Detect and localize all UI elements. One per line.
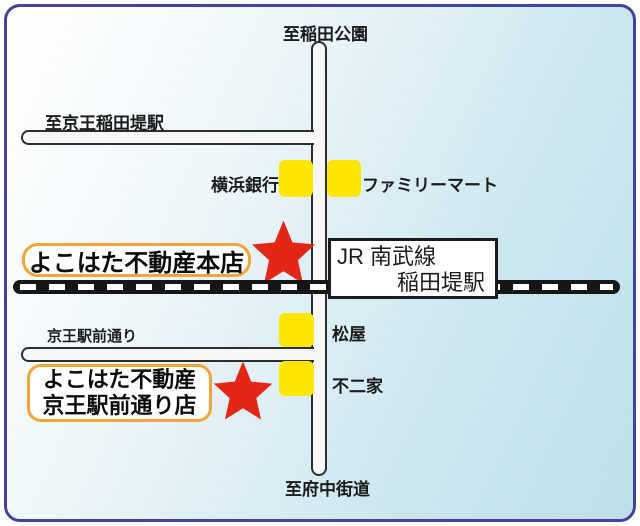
- road-main-vertical: [311, 41, 327, 476]
- store-label-ekimae-dori: よこはた不動産 京王駅前通り店: [27, 364, 212, 422]
- road-junction-top: [310, 133, 316, 142]
- building-familymart: [327, 160, 361, 197]
- road-keio-ekimae-dori: [21, 347, 314, 362]
- station-box-inadazutsumi: JR 南武線 稲田堤駅: [328, 238, 498, 299]
- label-keio-ekimae-dori: 京王駅前通り: [47, 328, 138, 345]
- label-familymart: ファミリーマート: [362, 176, 498, 195]
- road-to-keio-inadazutsumi-station: [21, 130, 314, 145]
- building-yokohama-bank: [279, 160, 313, 197]
- label-yokohama-bank: 横浜銀行: [211, 176, 279, 195]
- railway-jr-nambu-line: [13, 280, 620, 294]
- star-icon-honten-location: [249, 219, 318, 285]
- label-to-inada-park: 至稲田公園: [283, 25, 368, 44]
- store-label-honten: よこはた不動産本店: [22, 243, 251, 277]
- label-to-keio-inadazutsumi-station: 至京王稲田堤駅: [45, 114, 164, 133]
- label-to-fuchu-kaido: 至府中街道: [285, 480, 370, 499]
- label-matsuya: 松屋: [332, 325, 366, 344]
- building-matsuya: [279, 313, 314, 347]
- store-honten-name: よこはた不動産本店: [28, 249, 245, 277]
- railway-dashes: [20, 284, 613, 290]
- store-ekimae-name-line1: よこはた不動産: [42, 367, 197, 392]
- building-fujiya: [279, 361, 314, 396]
- star-icon-ekimae-location: [211, 360, 275, 421]
- road-junction-bottom: [310, 350, 316, 359]
- store-ekimae-name-line2: 京王駅前通り店: [42, 393, 197, 418]
- station-line-name: JR 南武線: [337, 244, 437, 269]
- station-name: 稲田堤駅: [396, 270, 485, 295]
- label-fujiya: 不二家: [332, 377, 383, 396]
